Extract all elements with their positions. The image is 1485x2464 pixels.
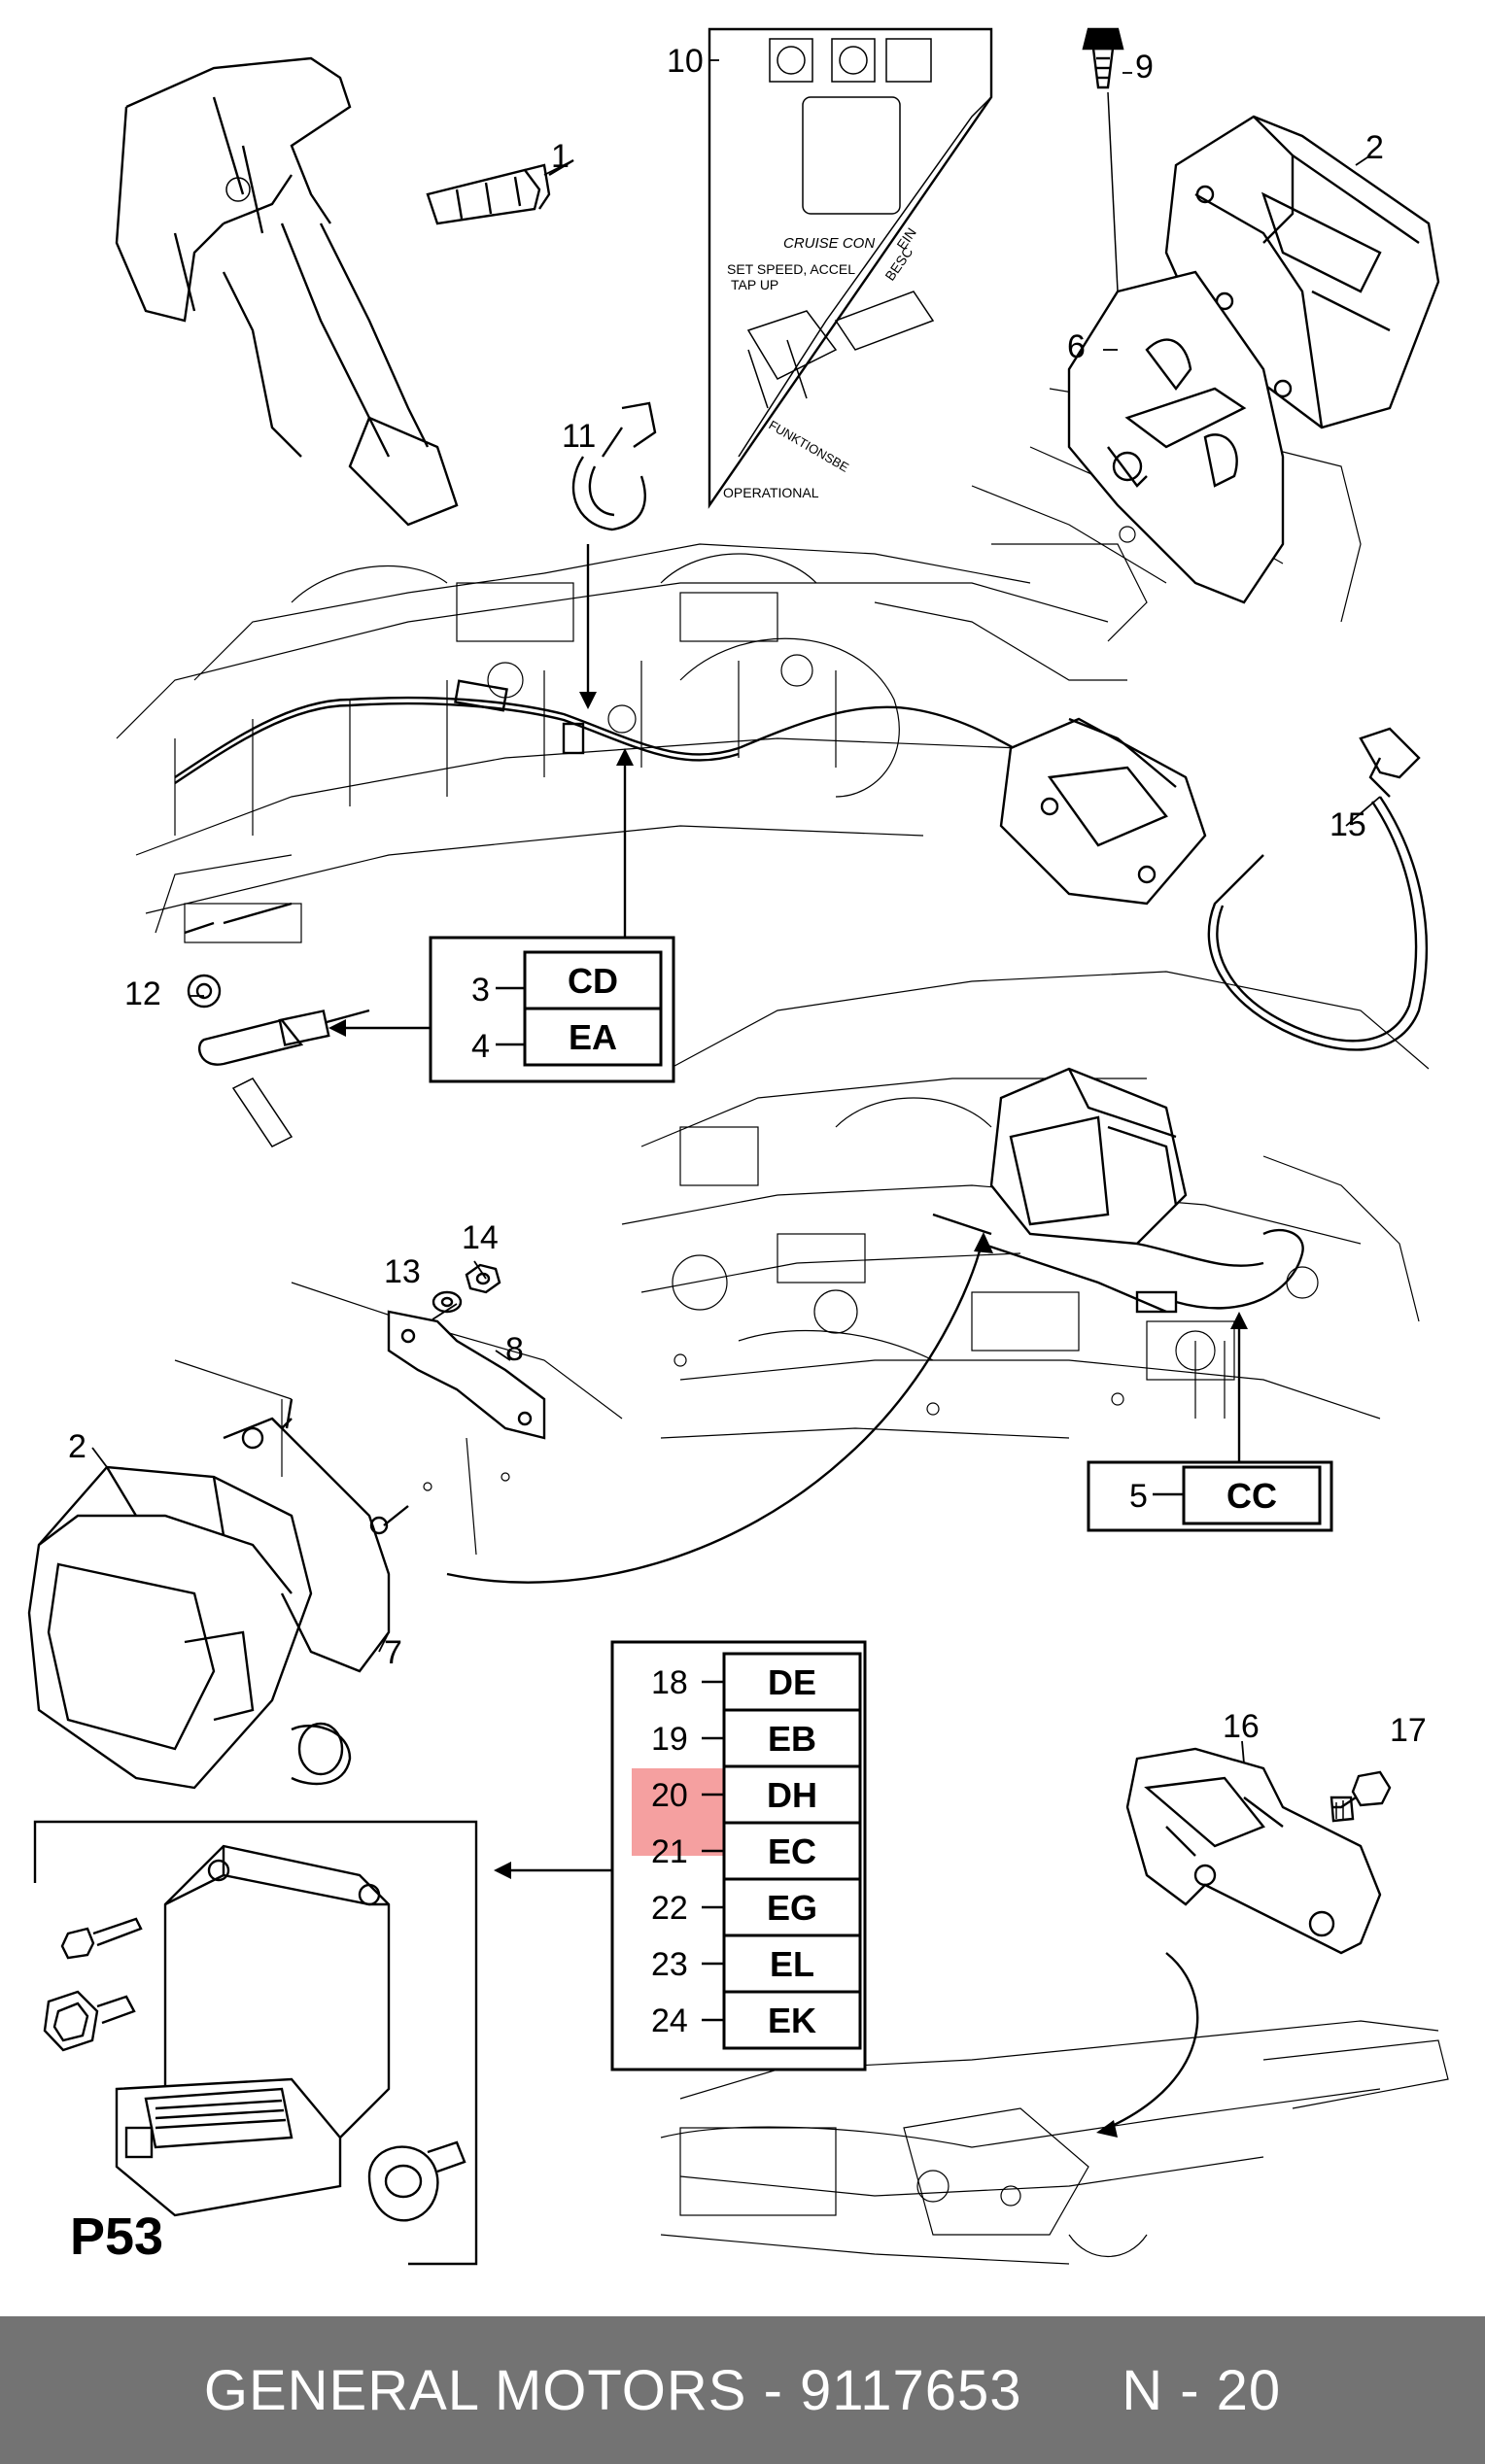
bolt-part-9	[1082, 27, 1124, 292]
callout-5: 5	[1129, 1478, 1148, 1515]
callout-15: 15	[1330, 806, 1366, 843]
cruise-module-part-2	[27, 1465, 352, 1790]
code-cell-19	[722, 1708, 862, 1768]
inset-frame	[33, 1820, 478, 2266]
cruise-control-placard: GM CRUISE CON SET SPEED, ACCEL TAP UP OP…	[708, 27, 993, 509]
callout-17: 17	[1390, 1712, 1427, 1749]
code-value-22: EG	[767, 1888, 817, 1928]
bolt-part-17	[1330, 1770, 1392, 1823]
code-value-20: DH	[767, 1775, 817, 1815]
code-value-23: EL	[770, 1944, 814, 1984]
placard-line-5: FUNKTIONSBE	[767, 418, 852, 475]
code-value-24: EK	[768, 2001, 816, 2040]
code-value-21: EC	[768, 1831, 816, 1871]
callout-11: 11	[562, 418, 596, 455]
parts-diagram: GM CRUISE CON SET SPEED, ACCEL TAP UP OP…	[27, 27, 1449, 2266]
washer-part-13	[432, 1290, 463, 1314]
code-value-18: DE	[768, 1662, 816, 1702]
pedal-bracket-part-16	[1125, 1747, 1382, 1955]
inset-knob-right	[367, 2140, 466, 2222]
code-box-cc: 5 CC	[1087, 1460, 1333, 1532]
nut-part-14	[465, 1263, 501, 1294]
cable-tie-part-15	[1207, 727, 1429, 1051]
code-cd: CD	[568, 961, 618, 1001]
code-cell-23	[722, 1934, 862, 1994]
callout-8: 8	[505, 1331, 524, 1368]
callout-7: 7	[384, 1634, 402, 1671]
code-cell-20	[722, 1764, 862, 1825]
callout-16: 16	[1223, 1708, 1260, 1745]
callout-13: 13	[384, 1253, 421, 1290]
footer-text: GENERAL MOTORS - 9117653 N - 20	[203, 2358, 1282, 2422]
mounting-bracket-part-6	[1067, 270, 1285, 604]
leader-lines	[91, 59, 1381, 1764]
callout-arrows	[328, 544, 1248, 2138]
clip-part-11	[571, 401, 657, 531]
inset-label-p53: P53	[70, 2207, 163, 2266]
inset-cruise-module	[115, 1844, 391, 2217]
highlight-row-20	[632, 1768, 724, 1856]
callout-12: 12	[124, 975, 161, 1012]
bracket-part-7	[223, 1398, 409, 1673]
code-number-22: 22	[651, 1890, 688, 1927]
code-cell-22	[722, 1877, 862, 1937]
code-number-23: 23	[651, 1946, 688, 1983]
footer-bar: GENERAL MOTORS - 9117653 N - 20	[0, 2316, 1485, 2464]
code-cc: CC	[1226, 1476, 1277, 1516]
brake-pedal-assembly	[115, 56, 459, 527]
code-ea: EA	[569, 1017, 617, 1057]
placard-line-2: SET SPEED, ACCEL	[727, 261, 855, 277]
code-number-20: 20	[651, 1777, 688, 1814]
placard-line-4: OPERATIONAL	[723, 485, 819, 500]
code-box-cd-ea: 3 4 CD EA	[429, 936, 675, 1083]
callout-6: 6	[1067, 328, 1086, 365]
svg-text:GM: GM	[892, 53, 923, 75]
callout-14: 14	[462, 1219, 499, 1256]
callout-3: 3	[471, 972, 490, 1009]
callout-2-lower: 2	[68, 1428, 86, 1465]
code-table: 18 DE 19 EB 20 DH 21 EC 22 EG 23 EL 24 EK	[610, 1640, 867, 2071]
inset-screw-top	[60, 1917, 143, 1960]
callout-numbers: 1 2 6 9 10 11 12 13 14 8 15 2 7 16 17 P5…	[68, 43, 1427, 2266]
callout-4: 4	[471, 1028, 490, 1065]
code-cell-21	[722, 1821, 862, 1881]
code-number-18: 18	[651, 1664, 688, 1701]
terminal-part-12	[184, 902, 370, 1147]
callout-2-top: 2	[1365, 129, 1384, 166]
placard-line-1: CRUISE CON	[783, 235, 875, 252]
code-number-19: 19	[651, 1721, 688, 1758]
plate-part-8	[387, 1310, 546, 1440]
placard-line-3: TAP UP	[731, 277, 778, 292]
callout-1: 1	[551, 138, 570, 175]
inset-nut-left	[43, 1990, 136, 2052]
cruise-module-installed	[932, 1067, 1304, 1314]
callout-10: 10	[667, 43, 704, 80]
cruise-cable-harness	[174, 679, 1207, 906]
callout-9: 9	[1135, 49, 1154, 86]
code-value-19: EB	[768, 1719, 816, 1759]
code-number-24: 24	[651, 2002, 688, 2039]
code-number-21: 21	[651, 1833, 688, 1870]
